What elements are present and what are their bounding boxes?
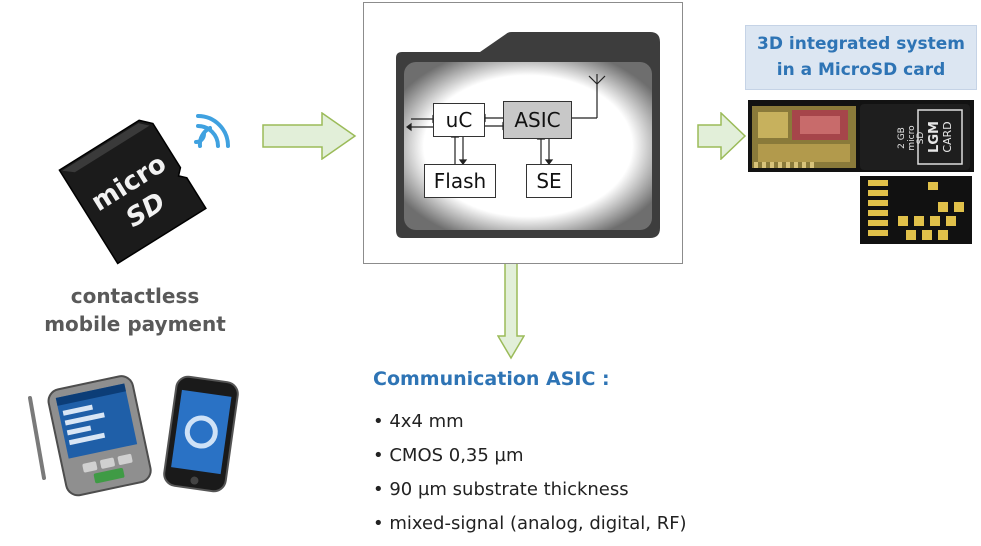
payment-caption: contactless mobile payment	[20, 282, 250, 338]
system-label: 3D integrated system in a MicroSD card	[745, 25, 977, 90]
nfc-wave-icon	[194, 114, 230, 148]
asic-block: ASIC	[503, 101, 572, 139]
caption-line-1: contactless	[70, 284, 200, 308]
chip-marking-brand: LGM	[927, 121, 942, 153]
chip-marking-micro: micro	[907, 125, 917, 151]
spec-item: 4x4 mm	[373, 405, 687, 439]
smartphone-icon	[163, 375, 239, 493]
flash-block: Flash	[424, 164, 496, 198]
arrow-right-icon	[262, 112, 357, 160]
chip-marking-capacity: 2 GB	[897, 127, 907, 149]
chip-marking-card: CARD	[941, 121, 954, 152]
pda-icon	[28, 375, 152, 497]
uc-block: uC	[433, 103, 485, 137]
spec-item: 90 µm substrate thickness	[373, 473, 687, 507]
microsd-card-icon: micro SD	[58, 119, 207, 265]
system-label-line-1: 3D integrated system	[757, 34, 965, 54]
microsd-chip-photo: 2 GB micro SD LGM CARD	[748, 100, 974, 244]
caption-line-2: mobile payment	[44, 312, 226, 336]
spec-item: mixed-signal (analog, digital, RF)	[373, 507, 686, 541]
spec-item: CMOS 0,35 µm	[373, 439, 687, 473]
asic-title: Communication ASIC :	[373, 368, 610, 390]
asic-spec-list: 4x4 mm CMOS 0,35 µm 90 µm substrate thic…	[373, 405, 687, 541]
system-label-line-2: in a MicroSD card	[776, 60, 946, 80]
chip-marking-sd: SD	[916, 132, 926, 145]
arrow-right-icon	[697, 112, 747, 160]
se-block: SE	[526, 164, 572, 198]
